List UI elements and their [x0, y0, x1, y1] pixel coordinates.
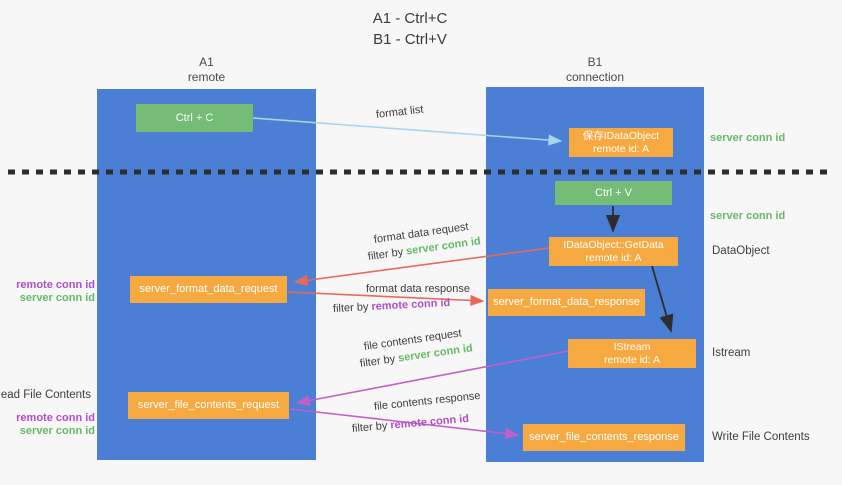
label-conn-ids-format: remote conn id server conn id: [16, 279, 95, 305]
node-istream-line1: IStream: [613, 341, 651, 353]
title-line-2: B1 - Ctrl+V: [373, 31, 447, 48]
label-remote-conn-id-file: remote conn id: [16, 412, 95, 424]
node-server-format-data-response: server_format_data_response: [488, 289, 645, 316]
label-dataobject: DataObject: [712, 245, 770, 257]
node-server-file-contents-response-label: server_file_contents_response: [529, 431, 679, 443]
node-server-file-contents-request-label: server_file_contents_request: [137, 399, 280, 411]
lane-header-b1: B1 connection: [486, 55, 704, 85]
label-remote-conn-id-format: remote conn id: [16, 279, 95, 291]
label-conn-ids-file: remote conn id server conn id: [16, 412, 95, 438]
arrow-file-contents-response: [289, 408, 520, 440]
node-server-format-data-response-label: server_format_data_response: [493, 296, 640, 308]
node-ctrl-c: Ctrl + C: [136, 104, 253, 132]
lane-b1-subtitle: connection: [565, 70, 625, 84]
node-istream: IStream remote id: A: [568, 339, 696, 368]
lane-b1-name: B1: [587, 55, 603, 69]
node-save-idataobject-line1: 保存IDataObject: [582, 130, 660, 142]
label-server-conn-id-format: server conn id: [19, 292, 95, 304]
diagram-title: A1 - Ctrl+C B1 - Ctrl+V: [320, 8, 500, 50]
lane-a1-subtitle: remote: [187, 70, 226, 84]
lane-a1-name: A1: [199, 55, 214, 69]
lane-header-a1: A1 remote: [97, 55, 316, 85]
label-server-conn-id-middle: server conn id: [710, 210, 786, 222]
node-idataobject-getdata: IDataObject::GetData remote id: A: [549, 237, 678, 266]
label-server-conn-id-file: server conn id: [19, 425, 95, 437]
node-ctrl-v: Ctrl + V: [555, 181, 672, 205]
label-format-data-response: format data response: [366, 283, 470, 295]
title-line-1: A1 - Ctrl+C: [372, 10, 448, 27]
label-write-file-contents: Write File Contents: [712, 431, 810, 443]
filter-by-text: filter by: [332, 301, 369, 315]
label-istream: Istream: [712, 347, 751, 359]
node-server-format-data-request-label: server_format_data_request: [139, 283, 278, 295]
node-istream-line2: remote id: A: [603, 354, 661, 366]
arrow-format-data-request: [293, 247, 550, 286]
node-ctrl-v-label: Ctrl + V: [595, 187, 632, 199]
node-server-file-contents-response: server_file_contents_response: [523, 424, 685, 451]
node-ctrl-c-label: Ctrl + C: [175, 112, 214, 124]
node-server-file-contents-request: server_file_contents_request: [128, 392, 289, 419]
label-read-file-contents: Read File Contents: [0, 389, 91, 401]
arrow-file-contents-request: [295, 350, 569, 407]
arrow-format-data-response: [287, 291, 485, 307]
arrow-format-list: [252, 117, 563, 146]
node-save-idataobject: 保存IDataObject remote id: A: [569, 128, 673, 157]
label-server-conn-id-top: server conn id: [710, 132, 786, 144]
node-save-idataobject-line2: remote id: A: [592, 143, 650, 155]
node-idataobject-getdata-line1: IDataObject::GetData: [563, 239, 664, 251]
node-idataobject-getdata-line2: remote id: A: [585, 252, 642, 264]
node-server-format-data-request: server_format_data_request: [130, 276, 287, 303]
arrow-getdata-to-istream: [651, 265, 674, 333]
